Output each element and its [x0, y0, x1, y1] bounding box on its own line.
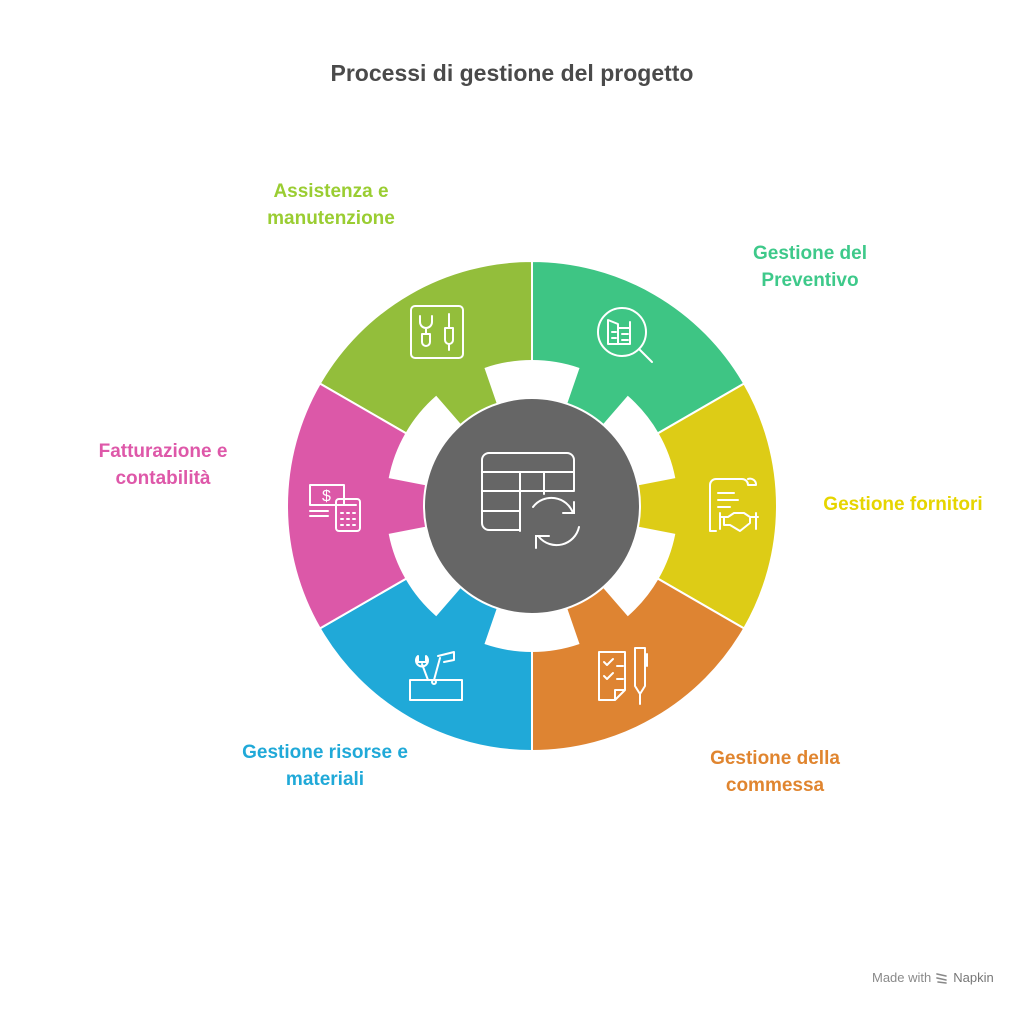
- label-assistenza: Assistenza e manutenzione: [246, 178, 416, 232]
- ring-gap: [484, 606, 580, 652]
- segment-fornitori: [530, 382, 778, 630]
- label-fornitori: Gestione fornitori: [808, 491, 998, 518]
- toolbox-icon: [409, 651, 463, 701]
- label-commessa: Gestione della commessa: [690, 745, 860, 799]
- building-search-icon: [597, 307, 653, 363]
- center-disc: [423, 397, 641, 615]
- wheel-gaps: [388, 360, 676, 652]
- made-with-text: Made with: [872, 970, 932, 985]
- label-line: Gestione del: [752, 243, 868, 264]
- tools-panel-icon: [410, 305, 464, 359]
- money-calculator-icon: $: [309, 484, 361, 532]
- footer-credit: Made with Napkin: [872, 970, 994, 985]
- ring-gap: [388, 526, 463, 617]
- label-line: Preventivo: [761, 270, 859, 291]
- label-risorse: Gestione risorse e materiali: [225, 739, 425, 793]
- ring-gap: [388, 395, 463, 486]
- napkin-logo-icon: [936, 972, 948, 984]
- ring-gap: [601, 395, 676, 486]
- segment-fatturazione: [286, 382, 534, 630]
- ring-gap: [484, 360, 580, 406]
- label-preventivo: Gestione del Preventivo: [725, 240, 895, 294]
- svg-text:$: $: [322, 488, 331, 505]
- checklist-pen-icon: [598, 647, 648, 705]
- label-line: Gestione fornitori: [823, 494, 983, 515]
- label-line: contabilità: [115, 468, 211, 489]
- ring-gap: [601, 526, 676, 617]
- contract-handshake-icon: [709, 477, 759, 532]
- label-fatturazione: Fatturazione e contabilità: [78, 438, 248, 492]
- brand-text: Napkin: [953, 970, 994, 985]
- label-line: Fatturazione e: [98, 441, 228, 462]
- label-line: Gestione risorse e: [242, 742, 408, 763]
- label-line: materiali: [285, 769, 365, 790]
- page-title: Processi di gestione del progetto: [330, 60, 694, 86]
- label-line: manutenzione: [267, 208, 395, 229]
- label-line: commessa: [725, 775, 825, 796]
- label-line: Gestione della: [710, 748, 840, 769]
- spreadsheet-sync-icon: [481, 452, 580, 549]
- label-line: Assistenza e: [273, 181, 389, 202]
